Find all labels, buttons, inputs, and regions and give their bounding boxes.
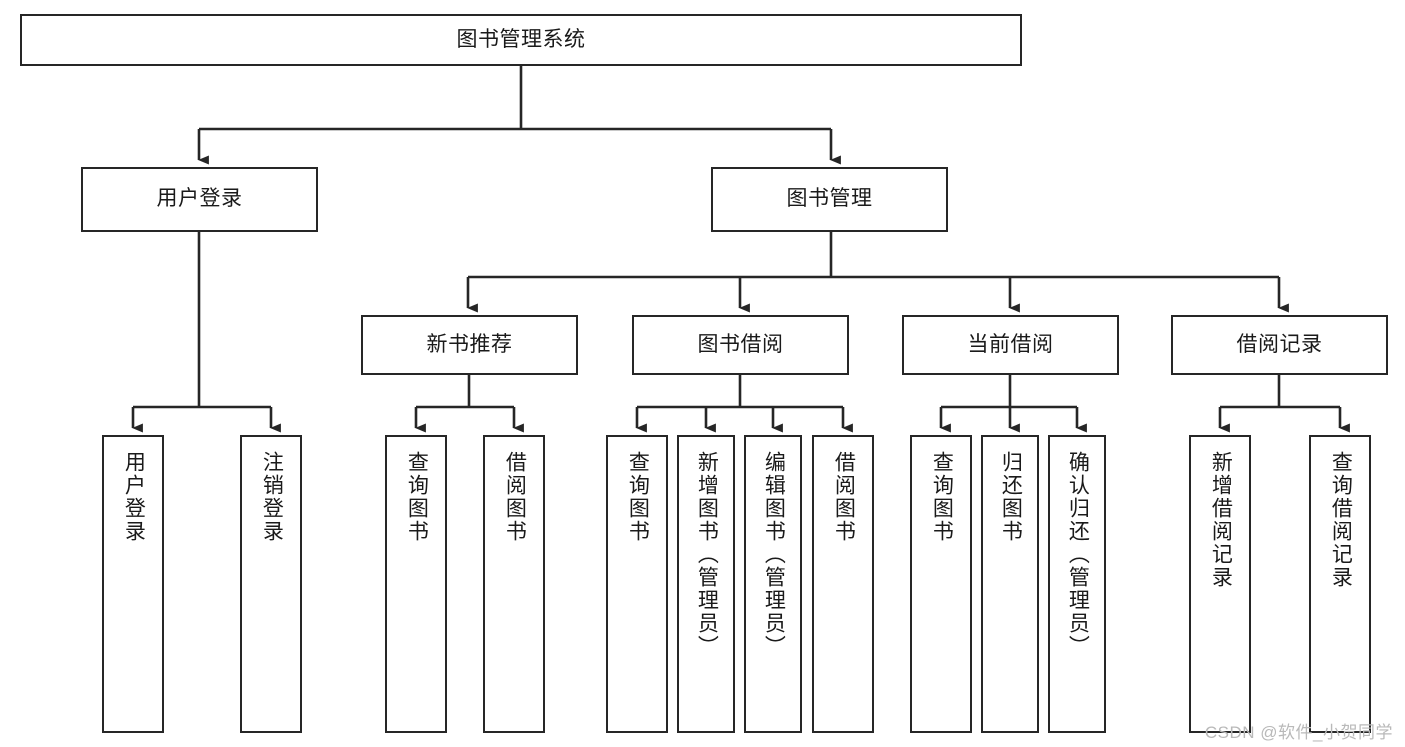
node-root[interactable]: 图书管理系统 xyxy=(20,14,1022,66)
node-leaf-user-login[interactable]: 用户登录 xyxy=(102,435,164,733)
node-new-book-recommend[interactable]: 新书推荐 xyxy=(361,315,578,375)
node-new-book-recommend-label: 新书推荐 xyxy=(426,332,513,356)
node-user-login[interactable]: 用户登录 xyxy=(81,167,318,232)
watermark: CSDN @软件_小贺同学 xyxy=(1204,723,1393,742)
node-leaf-query-book-3-label: 查询图书 xyxy=(930,451,954,543)
node-book-management[interactable]: 图书管理 xyxy=(711,167,948,232)
node-leaf-add-record[interactable]: 新增借阅记录 xyxy=(1189,435,1251,733)
node-leaf-user-login-label: 用户登录 xyxy=(122,451,146,543)
node-book-borrow[interactable]: 图书借阅 xyxy=(632,315,849,375)
node-leaf-confirm-return-label: 确认归还（管理员） xyxy=(1066,451,1090,658)
node-leaf-add-book-label: 新增图书（管理员） xyxy=(695,451,719,658)
node-user-login-label: 用户登录 xyxy=(156,187,243,211)
node-leaf-edit-book[interactable]: 编辑图书（管理员） xyxy=(744,435,802,733)
node-leaf-borrow-book-1-label: 借阅图书 xyxy=(503,451,527,543)
node-leaf-query-book-3[interactable]: 查询图书 xyxy=(910,435,972,733)
node-leaf-query-book-1[interactable]: 查询图书 xyxy=(385,435,447,733)
node-book-management-label: 图书管理 xyxy=(786,187,873,211)
node-leaf-add-book[interactable]: 新增图书（管理员） xyxy=(677,435,735,733)
node-leaf-return-book[interactable]: 归还图书 xyxy=(981,435,1039,733)
node-borrow-record[interactable]: 借阅记录 xyxy=(1171,315,1388,375)
node-leaf-query-record-label: 查询借阅记录 xyxy=(1329,451,1353,589)
node-borrow-record-label: 借阅记录 xyxy=(1236,332,1323,356)
node-current-borrow-label: 当前借阅 xyxy=(967,332,1054,356)
node-leaf-query-record[interactable]: 查询借阅记录 xyxy=(1309,435,1371,733)
node-leaf-edit-book-label: 编辑图书（管理员） xyxy=(762,451,786,658)
node-current-borrow[interactable]: 当前借阅 xyxy=(902,315,1119,375)
node-leaf-borrow-book-2[interactable]: 借阅图书 xyxy=(812,435,874,733)
node-book-borrow-label: 图书借阅 xyxy=(697,332,784,356)
node-leaf-query-book-2-label: 查询图书 xyxy=(626,451,650,543)
node-leaf-logout-login-label: 注销登录 xyxy=(260,451,284,543)
node-leaf-logout-login[interactable]: 注销登录 xyxy=(240,435,302,733)
node-leaf-add-record-label: 新增借阅记录 xyxy=(1209,451,1233,589)
node-leaf-query-book-1-label: 查询图书 xyxy=(405,451,429,543)
node-root-label: 图书管理系统 xyxy=(456,27,586,51)
node-leaf-query-book-2[interactable]: 查询图书 xyxy=(606,435,668,733)
node-leaf-borrow-book-1[interactable]: 借阅图书 xyxy=(483,435,545,733)
node-leaf-confirm-return[interactable]: 确认归还（管理员） xyxy=(1048,435,1106,733)
node-leaf-return-book-label: 归还图书 xyxy=(999,451,1023,543)
node-leaf-borrow-book-2-label: 借阅图书 xyxy=(832,451,856,543)
